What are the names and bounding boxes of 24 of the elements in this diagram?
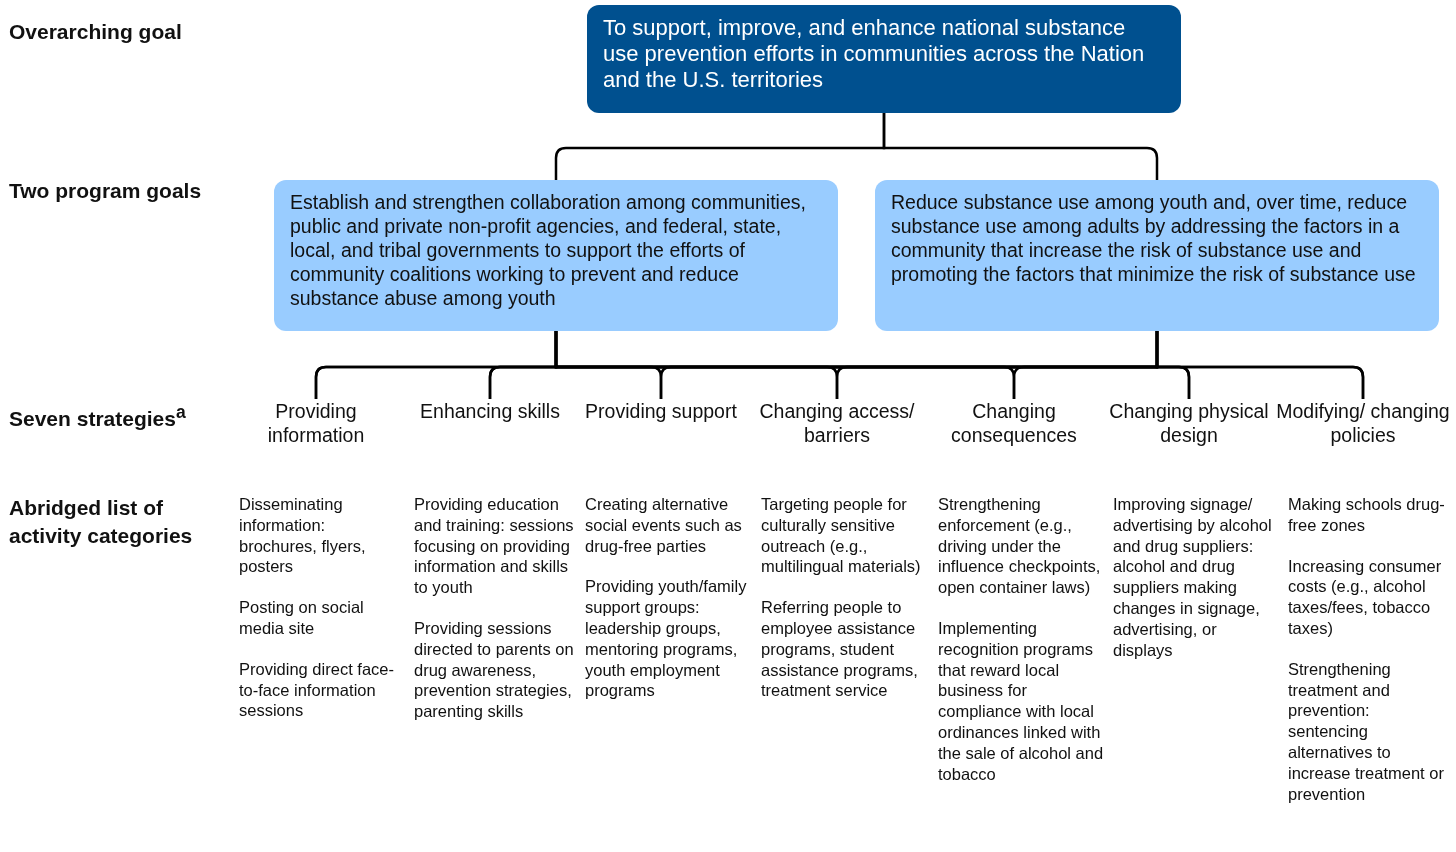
activity-text: Disseminating information: brochures, flyers, posters — [239, 494, 367, 578]
program-goal-box: Establish and strengthen collaboration among communities, public and private non-profit agencies, and federal, state, local, and tribal governments to support the efforts of community coalitions working to prevent and reduce substance abuse among youth — [274, 180, 838, 331]
connector-line — [1155, 331, 1365, 399]
activity-text: Making schools drug-free zones — [1288, 494, 1446, 536]
activity-text: Improving signage/ advertising by alcohol and drug suppliers: alcohol and drug suppliers making changes in signage, advertising, or displays — [1113, 494, 1273, 661]
row-heading: Abridged list of activity categories — [9, 495, 194, 549]
activity-text: Implementing recognition programs that reward local business for compliance with local ordinances linked with the sale of alcohol and tobacco — [938, 618, 1104, 785]
activity-text: Providing youth/family support groups: leadership groups, mentoring programs, youth employment programs — [585, 576, 748, 702]
connector-line — [882, 113, 1159, 180]
activity-text: Posting on social media site — [239, 597, 365, 639]
program-goal-box: Reduce substance use among youth and, over time, reduce substance use among adults by addressing the factors in a community that increase the risk of substance use and promoting the factors that minimize the risk of substance use — [875, 180, 1439, 331]
activity-text: Increasing consumer costs (e.g., alcohol taxes/fees, tobacco taxes) — [1288, 555, 1443, 639]
goal-box: To support, improve, and enhance national substance use prevention efforts in communities across the Nation and the U.S. territories — [587, 5, 1181, 113]
activity-text: Providing sessions directed to parents on drug awareness, prevention strategies, parenting skills — [414, 618, 575, 722]
activity-text: Strengthening enforcement (e.g., driving under the influence checkpoints, open container laws) — [938, 494, 1102, 598]
activity-text: Providing education and training: sessions focusing on providing information and skills to youth — [414, 494, 575, 598]
row-heading: Two program goals — [9, 178, 202, 204]
activity-text: Strengthening treatment and prevention: sentencing alternatives to increase treatment or prevention — [1288, 658, 1445, 805]
activity-text: Referring people to employee assistance programs, student assistance programs, treatment service — [761, 597, 919, 702]
row-heading: Overarching goal — [9, 19, 182, 45]
activity-text: Targeting people for culturally sensitive outreach (e.g., multilingual materials) — [761, 494, 922, 578]
activity-text: Providing direct face-to-face information sessions — [239, 658, 395, 722]
activity-text: Creating alternative social events such as drug-free parties — [585, 494, 743, 557]
row-heading: Seven strategies$^{a}$ — [9, 401, 186, 432]
